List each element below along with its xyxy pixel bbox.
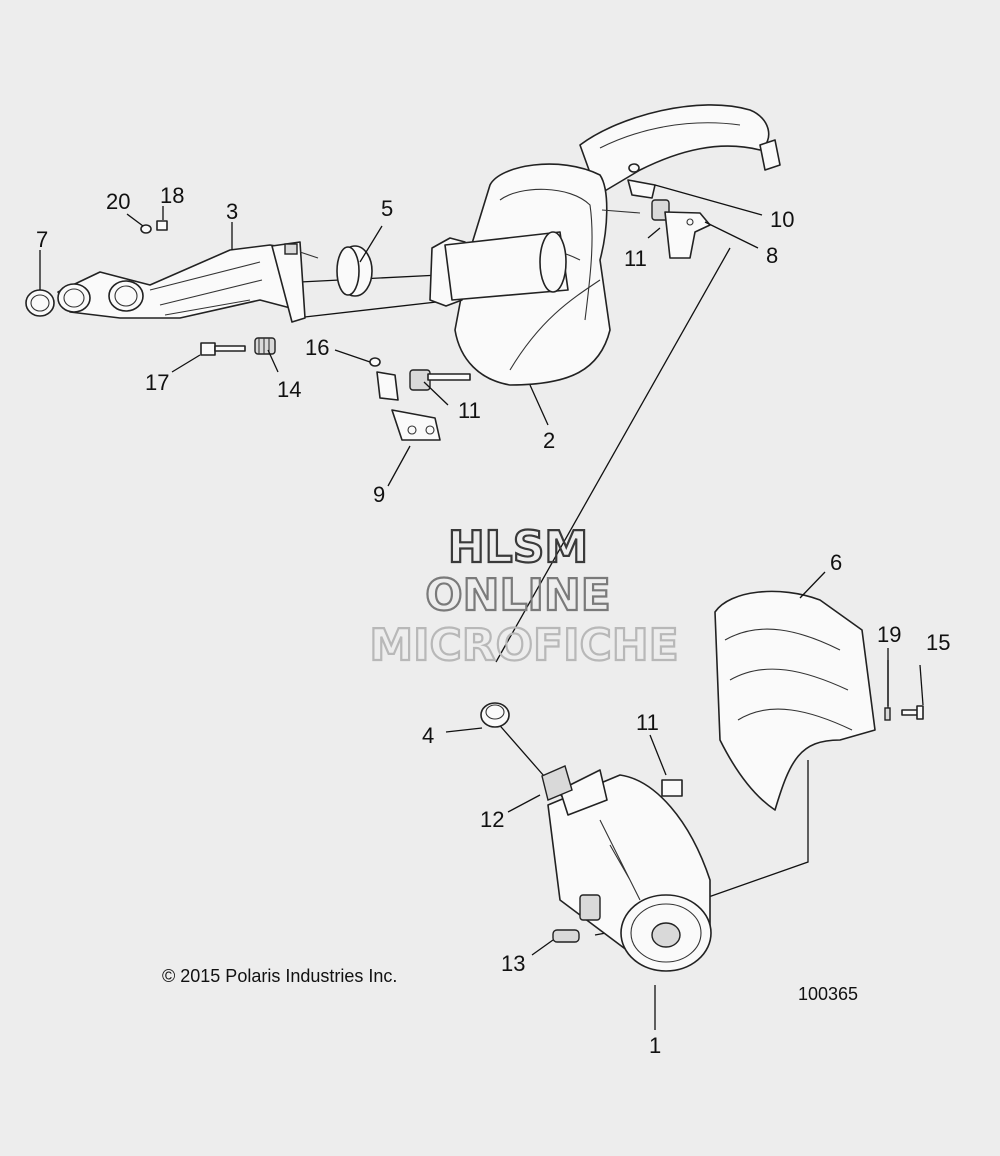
part-3-head-pipe: [57, 241, 319, 323]
part-12-clamp: [541, 765, 573, 801]
part-4-seal: [480, 702, 510, 728]
part-1-muffler: [547, 769, 712, 972]
callout-12: 12: [480, 807, 504, 832]
callout-5: 5: [381, 196, 393, 221]
figure-number: 100365: [798, 984, 858, 1004]
part-19-washer: [884, 707, 891, 721]
callout-2: 2: [543, 428, 555, 453]
part-8-bracket: [664, 211, 711, 259]
callout-13: 13: [501, 951, 525, 976]
part-18-nut: [156, 220, 168, 231]
part-5-grommet: [336, 245, 373, 297]
watermark-line-3: MICROFICHE: [369, 620, 678, 671]
watermark-line-1: HLSM: [448, 522, 588, 573]
callout-7: 7: [36, 227, 48, 252]
callout-11-top: 11: [624, 246, 647, 271]
part-16-washer: [369, 357, 381, 367]
part-7-gasket: [25, 289, 55, 317]
watermark: HLSM ONLINE MICROFICHE: [368, 521, 680, 672]
callout-9: 9: [373, 482, 385, 507]
callout-4: 4: [422, 723, 434, 748]
part-20-nut: [140, 224, 152, 234]
callout-3: 3: [226, 199, 238, 224]
callout-1: 1: [649, 1033, 661, 1058]
part-6-heat-shield: [714, 590, 876, 811]
callout-8: 8: [766, 243, 778, 268]
part-15-bolt: [901, 705, 924, 720]
part-9-bracket: [391, 409, 441, 441]
callout-labels: 1 2 3 4 5 6 7 8 9 10 11 11 11 12 13 14 1…: [36, 183, 950, 1058]
callout-10: 10: [770, 207, 794, 232]
part-13-spring: [552, 929, 580, 943]
callout-6: 6: [830, 550, 842, 575]
copyright-notice: © 2015 Polaris Industries Inc.: [162, 966, 397, 986]
callout-18: 18: [160, 183, 184, 208]
callout-20: 20: [106, 189, 130, 214]
part-17-bolt: [200, 342, 246, 356]
callout-16: 16: [305, 335, 329, 360]
callout-11-lower: 11: [636, 710, 659, 735]
callout-14: 14: [277, 377, 301, 402]
part-2-muffler-body: [429, 104, 781, 386]
callout-17: 17: [145, 370, 169, 395]
part-11-isolator-middle: [376, 369, 471, 401]
watermark-line-2: ONLINE: [425, 570, 611, 621]
callout-11-middle: 11: [458, 398, 481, 423]
part-14-spring: [254, 337, 276, 355]
part-10-clip: [627, 163, 656, 199]
callout-19: 19: [877, 622, 901, 647]
callout-leaders: [39, 184, 924, 1030]
callout-15: 15: [926, 630, 950, 655]
